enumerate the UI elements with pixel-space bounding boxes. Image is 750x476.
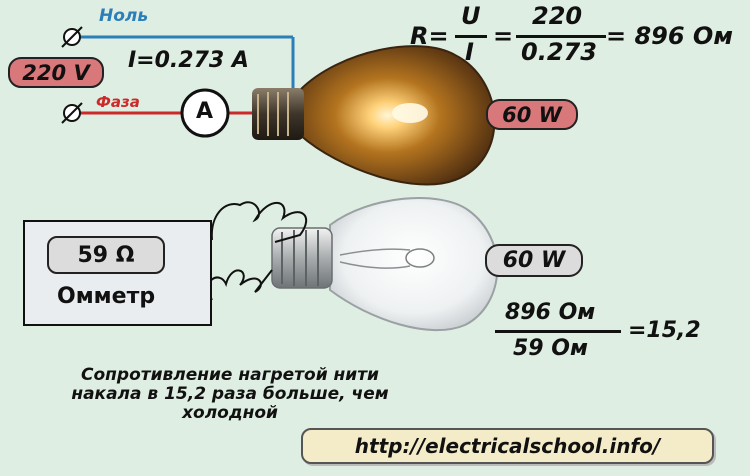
formula-numerator: 220: [532, 2, 583, 30]
ohmmeter-leads: [207, 201, 308, 301]
formula-i: I: [465, 38, 474, 66]
ohmmeter-label: Омметр: [57, 284, 156, 309]
caption-line-1: Сопротивление нагретой нити: [81, 365, 379, 385]
formula-u-i-bar: [455, 35, 487, 38]
caption: Сопротивление нагретой нити накала в 15,…: [20, 366, 440, 423]
hot-bulb-power-badge: 60 W: [486, 99, 578, 130]
formula-fraction-bar: [516, 35, 606, 38]
neutral-wire: [72, 35, 295, 98]
ratio-fraction-bar: [495, 330, 621, 333]
voltage-badge: 220 V: [8, 57, 104, 88]
ammeter-icon: [180, 88, 230, 138]
terminal-phase: [61, 102, 83, 124]
source-url[interactable]: http://electricalschool.info/: [301, 428, 714, 464]
ohmmeter-reading: 59 Ω: [47, 236, 165, 274]
formula-u: U: [461, 2, 481, 30]
cold-bulb-icon: [271, 197, 499, 332]
formula-result: = 896 Ом: [606, 22, 733, 50]
ammeter-label: A: [196, 99, 214, 124]
cold-bulb-power-badge: 60 W: [485, 244, 583, 277]
ratio-result: =15,2: [628, 318, 701, 343]
caption-line-2: накала в 15,2 раза больше, чем: [71, 384, 389, 404]
phase-label: Фаза: [96, 93, 140, 111]
current-readout: I=0.273 A: [128, 48, 249, 73]
terminal-neutral: [61, 26, 83, 48]
neutral-label: Ноль: [99, 6, 149, 26]
ratio-numerator: 896 Ом: [505, 300, 596, 325]
ratio-denominator: 59 Ом: [513, 336, 588, 361]
formula-equals: =: [493, 22, 514, 50]
formula-r: R=: [410, 22, 449, 50]
formula-denominator: 0.273: [521, 38, 597, 66]
caption-line-3: холодной: [182, 403, 278, 423]
hot-bulb-icon: [252, 45, 496, 186]
